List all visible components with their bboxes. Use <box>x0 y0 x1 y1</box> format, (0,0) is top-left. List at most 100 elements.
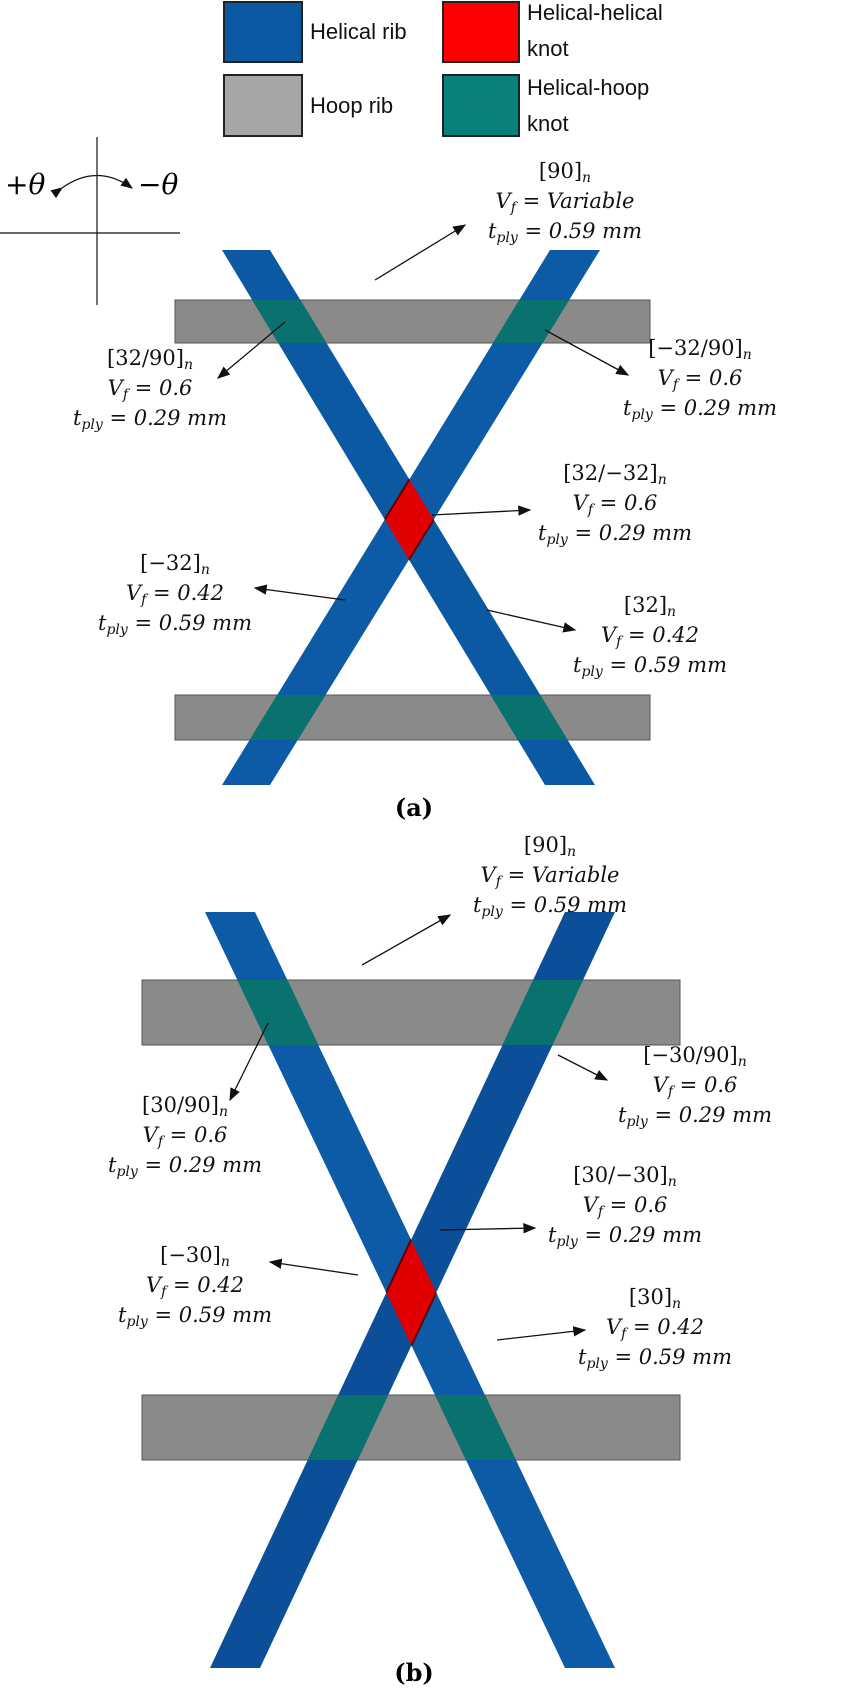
subscript: n <box>667 604 677 620</box>
stack-text: [32] <box>623 593 668 617</box>
ply-thickness: tply = 0.29 mm <box>623 393 777 423</box>
legend-hoop-rib-swatch <box>223 74 303 137</box>
ply-thickness: tply = 0.29 mm <box>538 518 692 548</box>
tply-value: 0.29 mm <box>133 406 228 430</box>
subscript: ply <box>106 622 128 638</box>
legend-line: Helical-hoop <box>527 75 650 100</box>
vf-value: 0.42 <box>652 623 700 647</box>
subscript: ply <box>581 664 603 680</box>
layup-stack: [32/−32]n <box>538 458 692 488</box>
fiber-volume-fraction: Vf = 0.6 <box>618 1070 772 1100</box>
fiber-volume-fraction: Vf = 0.6 <box>538 488 692 518</box>
equals: = <box>163 1123 194 1147</box>
equals: = <box>602 653 634 677</box>
subscript: f <box>587 502 593 518</box>
symbol: t <box>117 1303 127 1327</box>
minus-theta-label: −θ <box>138 168 179 201</box>
fiber-volume-fraction: Vf = 0.42 <box>573 620 727 650</box>
fiber-volume-fraction: Vf = 0.6 <box>548 1190 702 1220</box>
equals: = <box>626 1315 658 1339</box>
subscript: ply <box>626 1114 648 1130</box>
symbol: t <box>577 1345 587 1369</box>
subscript: n <box>567 844 577 860</box>
symbol: V <box>125 581 142 605</box>
equals: = <box>567 521 599 545</box>
legend-helical-rib-label: Helical rib <box>310 19 407 44</box>
symbol: V <box>145 1273 162 1297</box>
symbol: V <box>480 863 496 887</box>
equals: = <box>678 366 709 390</box>
panel-a-caption: (a) <box>394 793 434 822</box>
fiber-volume-fraction: Vf = 0.42 <box>118 1270 272 1300</box>
symbol: V <box>657 366 673 390</box>
equals: = <box>128 376 159 400</box>
subscript: ply <box>81 417 103 433</box>
fiber-volume-fraction: Vf = 0.6 <box>623 363 777 393</box>
symbol: V <box>600 623 617 647</box>
panel-b-shapes <box>141 912 681 1668</box>
legend-helical-rib-swatch <box>223 1 303 63</box>
subscript: n <box>737 1054 747 1070</box>
stack-text: [30] <box>628 1285 673 1309</box>
fiber-volume-fraction: Vf = 0.6 <box>73 373 227 403</box>
subscript: ply <box>546 532 568 548</box>
ply-thickness: tply = 0.59 mm <box>578 1342 732 1372</box>
equals: = <box>673 1073 704 1097</box>
subscript: f <box>141 592 147 608</box>
legend-line: knot <box>527 36 569 61</box>
subscript: ply <box>481 904 503 920</box>
stack-text: [32/−32] <box>563 461 658 485</box>
subscript: ply <box>556 1234 578 1250</box>
equals: = <box>621 623 653 647</box>
layup-stack: [30]n <box>578 1282 732 1312</box>
equals: = <box>166 1273 198 1297</box>
plus-theta-label: +θ <box>5 168 46 201</box>
ply-thickness: tply = 0.29 mm <box>73 403 227 433</box>
ply-thickness: tply = 0.29 mm <box>548 1220 702 1250</box>
tply-value: 0.29 mm <box>168 1153 263 1177</box>
symbol: V <box>605 1315 622 1339</box>
helical-hoop-knot <box>435 1395 516 1460</box>
equals: = <box>607 1345 639 1369</box>
equals: = <box>502 893 534 917</box>
equals: = <box>603 1193 634 1217</box>
layup-stack: [90]n <box>473 830 627 860</box>
legend-helical-hoop-knot-label: Helical-hoop knot <box>527 70 649 142</box>
subscript: ply <box>631 407 653 423</box>
subscript: n <box>672 1296 682 1312</box>
legend-helical-helical-knot-swatch <box>442 1 520 63</box>
helical-hoop-knot <box>502 980 584 1045</box>
legend-hoop-rib-label: Hoop rib <box>310 93 394 118</box>
symbol: t <box>97 611 107 635</box>
tply-value: 0.29 mm <box>608 1223 703 1247</box>
fiber-volume-fraction: Vf = 0.42 <box>578 1312 732 1342</box>
symbol: t <box>547 1223 557 1247</box>
symbol: V <box>142 1123 158 1147</box>
symbol: t <box>487 219 497 243</box>
subscript: ply <box>496 230 518 246</box>
fiber-volume-fraction: Vf = Variable <box>473 860 627 890</box>
subscript: f <box>161 1284 167 1300</box>
subscript: f <box>122 387 128 403</box>
panel-a-arrows <box>217 224 630 633</box>
layup-stack: [−32/90]n <box>623 333 777 363</box>
stack-text: [−30/90] <box>643 1043 738 1067</box>
tply-value: 0.59 mm <box>638 1345 733 1369</box>
tply-value: 0.59 mm <box>158 611 253 635</box>
equals: = <box>652 396 684 420</box>
subscript: n <box>220 1254 230 1270</box>
subscript: n <box>667 1174 677 1190</box>
vf-value: 0.42 <box>177 581 225 605</box>
layup-stack: [32]n <box>573 590 727 620</box>
ply-thickness: tply = 0.59 mm <box>573 650 727 680</box>
subscript: f <box>667 1084 673 1100</box>
